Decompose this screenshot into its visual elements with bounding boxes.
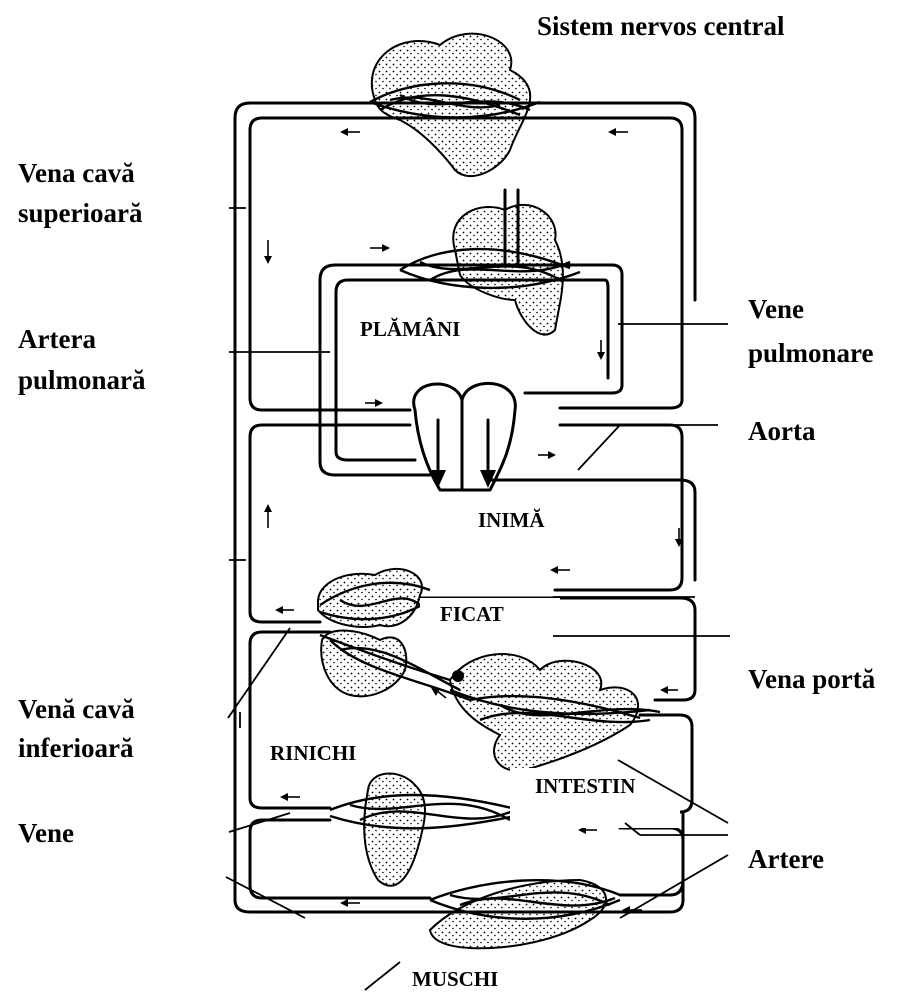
cns-label: Sistem nervos central <box>537 11 785 41</box>
organ-label-muschi: MUSCHI <box>412 967 498 991</box>
vene-pulmonare-label-line2: pulmonare <box>748 338 874 368</box>
renal-tissue <box>364 774 425 886</box>
artere-label: Artere <box>748 844 824 874</box>
vene-label: Vene <box>18 818 74 848</box>
organ-label-intestin: INTESTIN <box>535 774 635 798</box>
aorta-label: Aorta <box>748 416 816 446</box>
vena-cava-inferioara-label-line2: inferioară <box>18 733 134 763</box>
vena-porta-label: Vena portă <box>748 664 876 694</box>
organ-label-rinichi: RINICHI <box>270 741 356 765</box>
organ-label-ficat: FICAT <box>440 602 504 626</box>
vena-cava-superioara-label-line2: superioară <box>18 198 143 228</box>
organ-label-inima: INIMĂ <box>478 508 545 532</box>
vena-cava-superioara-label-line1: Vena cavă <box>18 158 135 188</box>
artera-pulmonara-label-line1: Artera <box>18 324 96 354</box>
organ-label-plamani: PLĂMÂNI <box>360 317 460 341</box>
vena-cava-inferioara-label-line1: Venă cavă <box>18 694 135 724</box>
vene-pulmonare-label-line1: Vene <box>748 294 804 324</box>
artera-pulmonara-label-line2: pulmonară <box>18 365 146 395</box>
